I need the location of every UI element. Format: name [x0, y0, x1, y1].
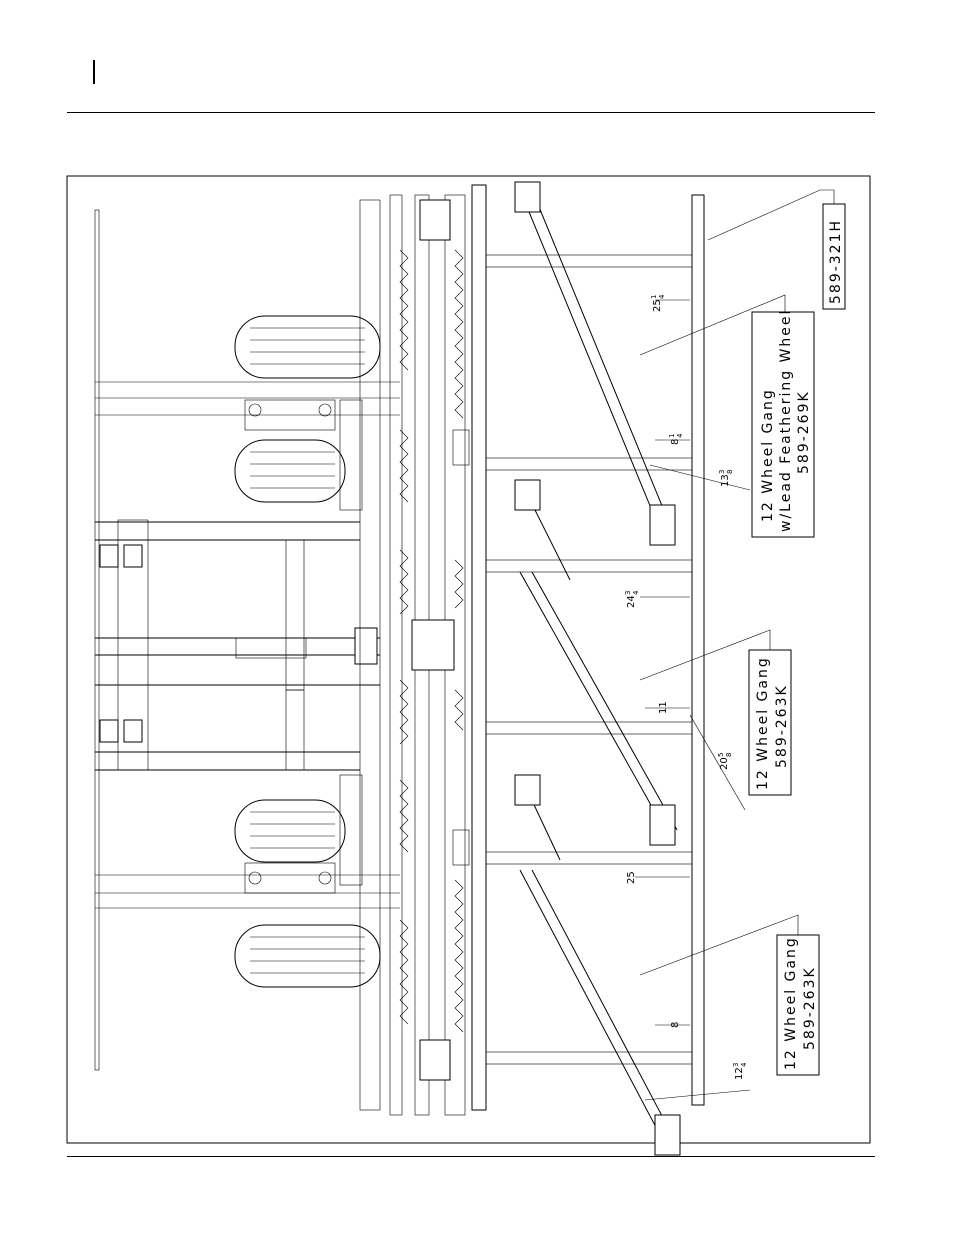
svg-text:8: 8	[726, 470, 734, 474]
svg-text:1: 1	[668, 434, 676, 438]
svg-text:12: 12	[734, 1067, 745, 1080]
tire-2	[235, 440, 345, 502]
rear-frame	[486, 195, 704, 1105]
callout-gang-lead-part: 589-269K	[796, 390, 812, 474]
svg-text:1: 1	[650, 295, 658, 299]
svg-text:5: 5	[717, 753, 725, 757]
callout-gang-mid-line1: 12 Wheel Gang	[755, 656, 771, 790]
svg-text:20: 20	[719, 757, 730, 770]
callout-gang-lead-line2: w/Lead Feathering Wheel	[778, 309, 794, 532]
svg-text:4: 4	[658, 294, 666, 299]
dim-6: 20 5 8	[717, 753, 733, 770]
dim-1: 25 1 4	[650, 294, 666, 312]
drawing-border	[67, 176, 870, 1143]
callout-gang-low-part: 589-263K	[802, 966, 818, 1050]
svg-text:8: 8	[725, 753, 733, 757]
callout-frame	[708, 190, 845, 309]
dim-3: 13 3 8	[718, 470, 734, 487]
svg-text:4: 4	[740, 1062, 748, 1067]
dim-5: 11	[658, 701, 669, 714]
svg-text:3: 3	[624, 591, 632, 595]
svg-text:3: 3	[718, 470, 726, 474]
callout-gang-mid-part: 589-263K	[774, 684, 790, 768]
svg-text:13: 13	[720, 474, 731, 487]
disk-gangs	[515, 182, 680, 1155]
svg-text:4: 4	[676, 433, 684, 438]
tire-4	[235, 925, 380, 987]
dim-2: 8 1 4	[668, 433, 684, 445]
callout-gang-lead-line1: 12 Wheel Gang	[760, 388, 776, 522]
dim-4: 24 3 4	[624, 590, 640, 608]
dim-9: 12 3 4	[732, 1062, 748, 1080]
svg-text:8: 8	[670, 439, 681, 445]
callout-gang-low-line1: 12 Wheel Gang	[783, 936, 799, 1070]
svg-text:24: 24	[626, 595, 637, 608]
tire-3	[235, 800, 345, 862]
svg-text:3: 3	[732, 1063, 740, 1067]
svg-text:11: 11	[658, 701, 669, 714]
svg-text:25: 25	[626, 871, 637, 884]
svg-text:8: 8	[670, 1022, 681, 1028]
dim-7: 25	[626, 871, 637, 884]
svg-text:25: 25	[652, 299, 663, 312]
svg-text:4: 4	[632, 590, 640, 595]
tire-1	[235, 316, 380, 378]
dim-8: 8	[670, 1022, 681, 1028]
callout-frame-part: 589-321H	[828, 219, 844, 304]
